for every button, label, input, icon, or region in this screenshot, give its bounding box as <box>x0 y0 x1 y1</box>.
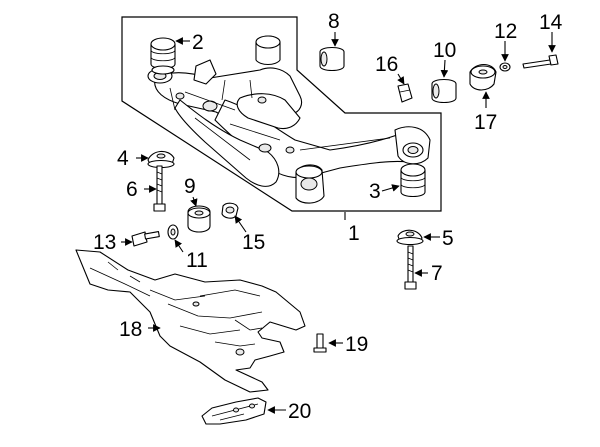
subframe-crossmember <box>147 35 431 204</box>
callout-19: 19 <box>345 333 368 356</box>
bushing-item-15 <box>221 202 239 219</box>
callout-17: 17 <box>474 111 497 134</box>
callout-8: 8 <box>328 10 340 33</box>
callout-12: 12 <box>494 20 517 43</box>
bushing-item-2 <box>150 37 176 75</box>
bolt-item-13 <box>131 231 160 247</box>
bushing-item-3 <box>400 163 426 198</box>
callout-16: 16 <box>375 53 398 76</box>
callout-14: 14 <box>539 11 563 34</box>
callout-2: 2 <box>192 31 204 54</box>
callout-11: 11 <box>186 249 208 272</box>
callout-18: 18 <box>119 318 142 341</box>
washer-item-12 <box>499 62 511 72</box>
callout-20: 20 <box>288 400 311 423</box>
callout-10: 10 <box>433 39 456 62</box>
clip-item-16 <box>397 83 413 103</box>
assembly-outline <box>121 16 442 212</box>
mount-plate-item-5 <box>396 229 424 246</box>
bolt-item-14 <box>522 54 559 69</box>
mount-item-17 <box>469 63 497 91</box>
bracket-item-20 <box>201 397 267 425</box>
callout-4: 4 <box>117 147 129 170</box>
callout-3: 3 <box>369 180 381 203</box>
bolt-item-6 <box>153 165 166 212</box>
callout-9: 9 <box>184 175 196 198</box>
callout-15: 15 <box>242 231 265 254</box>
bushing-item-10 <box>431 78 457 104</box>
callout-labels: 1 2 3 4 5 6 7 8 9 10 11 12 13 14 15 16 1… <box>93 10 563 423</box>
heat-shield-item-18 <box>75 249 306 393</box>
leader-lines <box>121 32 556 414</box>
bushing-item-9 <box>187 205 211 233</box>
bolt-item-7 <box>404 245 417 290</box>
callout-7: 7 <box>431 262 443 285</box>
bushing-item-8 <box>319 46 345 72</box>
callout-1: 1 <box>348 222 360 245</box>
callout-5: 5 <box>442 227 454 250</box>
fastener-item-19 <box>313 333 327 353</box>
callout-13: 13 <box>93 231 116 254</box>
washer-item-11 <box>167 224 179 240</box>
mount-plate-item-4 <box>147 150 175 169</box>
callout-6: 6 <box>126 178 138 201</box>
